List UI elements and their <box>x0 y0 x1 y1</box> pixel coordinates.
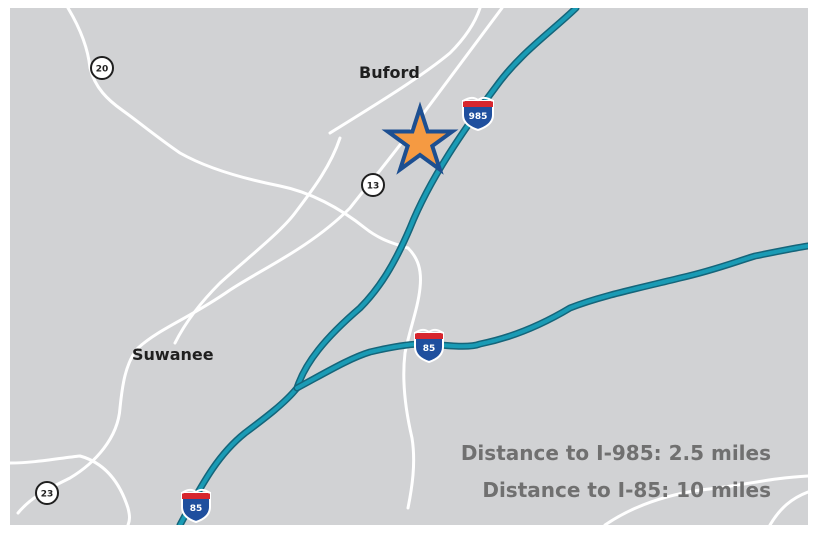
road-south-west <box>10 454 131 525</box>
road-south-mid <box>402 246 422 510</box>
route-marker-13[interactable]: 13 <box>361 173 385 197</box>
road-south-east-curve <box>603 474 808 525</box>
i985-road <box>178 8 578 525</box>
route-number-13: 13 <box>367 182 380 192</box>
distance-to-i985-label: Distance to I-985: 2.5 miles <box>460 441 771 465</box>
distance-to-i85-label: Distance to I-85: 10 miles <box>482 478 771 502</box>
map-background <box>10 8 808 525</box>
shield-red-band <box>463 101 493 107</box>
interstate-shield-icon <box>462 100 494 132</box>
star-icon[interactable] <box>381 101 459 175</box>
road-south-east-short <box>768 490 808 525</box>
road-north-arc <box>328 8 482 135</box>
interstate-number-985: 985 <box>469 112 488 122</box>
interstate-number-85-mid: 85 <box>423 344 436 354</box>
interstate-roads <box>176 8 808 525</box>
route-marker-23[interactable]: 23 <box>35 481 59 505</box>
interstate-shield-85-bottom[interactable]: 85 <box>181 488 211 524</box>
route-number-20: 20 <box>96 65 109 75</box>
route-marker-20[interactable]: 20 <box>90 56 114 80</box>
route-circle-icon <box>90 56 114 80</box>
route-circle-icon <box>35 481 59 505</box>
road-west-branch <box>173 136 342 345</box>
shield-crown <box>462 96 494 102</box>
i85-road <box>295 244 808 390</box>
shield-red-band <box>182 493 210 499</box>
shield-crown <box>181 488 211 494</box>
interstate-shield-icon <box>181 492 211 524</box>
interstate-shield-85-mid[interactable]: 85 <box>414 328 444 364</box>
map-canvas[interactable]: Buford Suwanee 20 13 23 985 85 85 <box>10 8 808 525</box>
place-label-buford: Buford <box>359 63 420 82</box>
interstate-number-85-bottom: 85 <box>190 504 203 514</box>
place-label-suwanee: Suwanee <box>132 345 214 364</box>
interstate-shield-icon <box>414 332 444 364</box>
route-number-23: 23 <box>41 490 54 500</box>
shield-red-band <box>415 333 443 339</box>
route-circle-icon <box>361 173 385 197</box>
shield-crown <box>414 328 444 334</box>
interstate-shield-985[interactable]: 985 <box>462 96 494 132</box>
